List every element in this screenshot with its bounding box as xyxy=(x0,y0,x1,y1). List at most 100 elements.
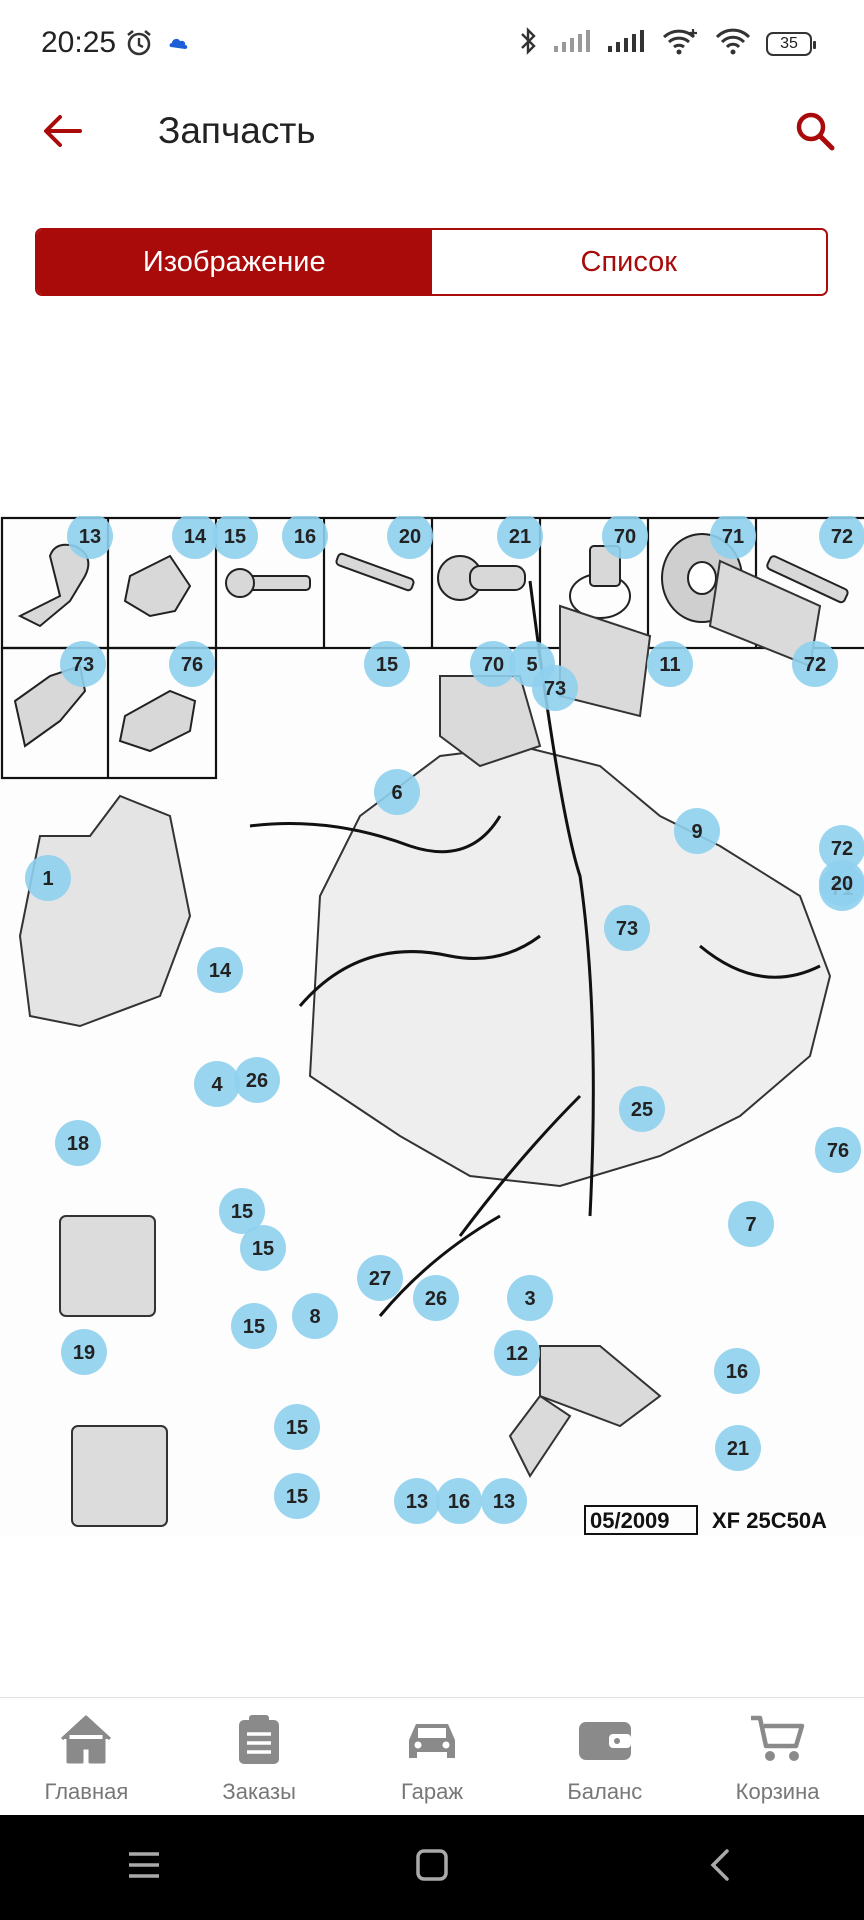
callout-marker[interactable] xyxy=(819,825,864,871)
nav-home[interactable]: Главная xyxy=(0,1698,173,1816)
callout-marker[interactable] xyxy=(494,1330,540,1376)
callout-marker[interactable] xyxy=(819,860,864,906)
callout-label: 15 xyxy=(243,1316,265,1338)
search-icon xyxy=(794,110,836,157)
callout-marker[interactable] xyxy=(394,1478,440,1524)
callout-marker[interactable] xyxy=(234,1057,280,1103)
signal-icon xyxy=(552,28,592,59)
callout-label: 21 xyxy=(727,1438,749,1460)
callout-marker[interactable] xyxy=(647,641,693,687)
callout-marker[interactable] xyxy=(497,516,543,559)
callout-marker[interactable] xyxy=(674,808,720,854)
callout-label: 15 xyxy=(286,1417,308,1439)
callout-marker[interactable] xyxy=(194,1061,240,1107)
callout-marker[interactable] xyxy=(507,1275,553,1321)
callout-marker[interactable] xyxy=(604,905,650,951)
tab-list[interactable]: Список xyxy=(431,230,826,294)
callout-marker[interactable] xyxy=(602,516,648,559)
callout-label: 70 xyxy=(614,526,636,548)
nav-cart[interactable]: Корзина xyxy=(691,1698,864,1816)
system-back-button[interactable] xyxy=(680,1838,760,1898)
nav-label: Корзина xyxy=(735,1779,820,1804)
callout-marker[interactable] xyxy=(532,665,578,711)
recents-button[interactable] xyxy=(104,1838,184,1898)
callout-label: 15 xyxy=(376,654,398,676)
nav-orders[interactable]: Заказы xyxy=(173,1698,346,1816)
callout-label: 13 xyxy=(79,526,101,548)
callout-marker[interactable] xyxy=(792,641,838,687)
chevron-left-icon xyxy=(707,1847,733,1888)
callout-marker[interactable] xyxy=(292,1293,338,1339)
status-time: 20:25 xyxy=(41,26,117,59)
callout-marker[interactable] xyxy=(67,516,113,559)
back-button[interactable] xyxy=(34,108,90,158)
callout-marker[interactable] xyxy=(710,516,756,559)
callout-label: 71 xyxy=(722,526,744,548)
callout-label: 21 xyxy=(509,526,531,548)
parts-diagram[interactable]: 1314151620217071727376157057311726972712… xyxy=(0,516,864,1536)
callout-label: 72 xyxy=(831,526,853,548)
callout-label: 72 xyxy=(804,654,826,676)
callout-marker[interactable] xyxy=(274,1404,320,1450)
wallet-icon xyxy=(575,1712,635,1771)
wifi-icon xyxy=(714,27,752,60)
callout-label: 19 xyxy=(73,1342,95,1364)
signal-icon xyxy=(606,28,646,59)
callout-marker[interactable] xyxy=(357,1255,403,1301)
callout-marker[interactable] xyxy=(481,1478,527,1524)
callout-label: 13 xyxy=(493,1491,515,1513)
callout-marker[interactable] xyxy=(819,516,864,559)
callout-label: 5 xyxy=(526,654,537,676)
callout-marker[interactable] xyxy=(197,947,243,993)
callout-label: 20 xyxy=(399,526,421,548)
callout-label: 8 xyxy=(309,1306,320,1328)
callout-marker[interactable] xyxy=(212,516,258,559)
callout-marker[interactable] xyxy=(364,641,410,687)
nav-balance[interactable]: Баланс xyxy=(518,1698,691,1816)
callout-marker[interactable] xyxy=(55,1120,101,1166)
callout-marker[interactable] xyxy=(219,1188,265,1234)
nav-garage[interactable]: Гараж xyxy=(346,1698,519,1816)
callout-marker[interactable] xyxy=(169,641,215,687)
square-icon xyxy=(415,1848,449,1887)
callout-label: 1 xyxy=(42,868,53,890)
callout-marker[interactable] xyxy=(470,641,516,687)
callout-marker[interactable] xyxy=(61,1329,107,1375)
callout-marker[interactable] xyxy=(619,1086,665,1132)
callout-label: 72 xyxy=(831,838,853,860)
callout-label: 70 xyxy=(482,654,504,676)
callout-marker[interactable] xyxy=(374,769,420,815)
callout-marker[interactable] xyxy=(387,516,433,559)
callout-marker[interactable] xyxy=(172,516,218,559)
bottom-nav: Главная Заказы Гараж Баланс Корзина xyxy=(0,1697,864,1816)
callout-marker[interactable] xyxy=(436,1478,482,1524)
callout-label: 13 xyxy=(406,1491,428,1513)
callout-label: 16 xyxy=(294,526,316,548)
cloud-icon xyxy=(168,35,190,56)
wifi-icon xyxy=(660,27,700,60)
callout-label: 3 xyxy=(524,1288,535,1310)
callout-marker[interactable] xyxy=(282,516,328,559)
callout-marker[interactable] xyxy=(714,1348,760,1394)
callout-marker[interactable] xyxy=(815,1127,861,1173)
callout-label: 7 xyxy=(745,1214,756,1236)
search-button[interactable] xyxy=(786,104,844,162)
callout-label: 12 xyxy=(506,1343,528,1365)
callout-marker[interactable] xyxy=(240,1225,286,1271)
app-bar: Запчасть xyxy=(0,90,864,176)
callout-marker[interactable] xyxy=(60,641,106,687)
tab-image[interactable]: Изображение xyxy=(37,230,432,294)
callout-marker[interactable] xyxy=(715,1425,761,1471)
menu-icon xyxy=(126,1850,162,1885)
callout-marker[interactable] xyxy=(274,1473,320,1519)
callout-label: 18 xyxy=(67,1133,89,1155)
home-button[interactable] xyxy=(392,1838,472,1898)
callout-marker[interactable] xyxy=(413,1275,459,1321)
cart-icon xyxy=(748,1712,808,1771)
bluetooth-icon xyxy=(518,26,538,61)
callout-marker[interactable] xyxy=(231,1303,277,1349)
callout-marker[interactable] xyxy=(728,1201,774,1247)
callout-marker[interactable] xyxy=(25,855,71,901)
arrow-left-icon xyxy=(42,114,82,153)
callout-label: 20 xyxy=(831,873,853,895)
